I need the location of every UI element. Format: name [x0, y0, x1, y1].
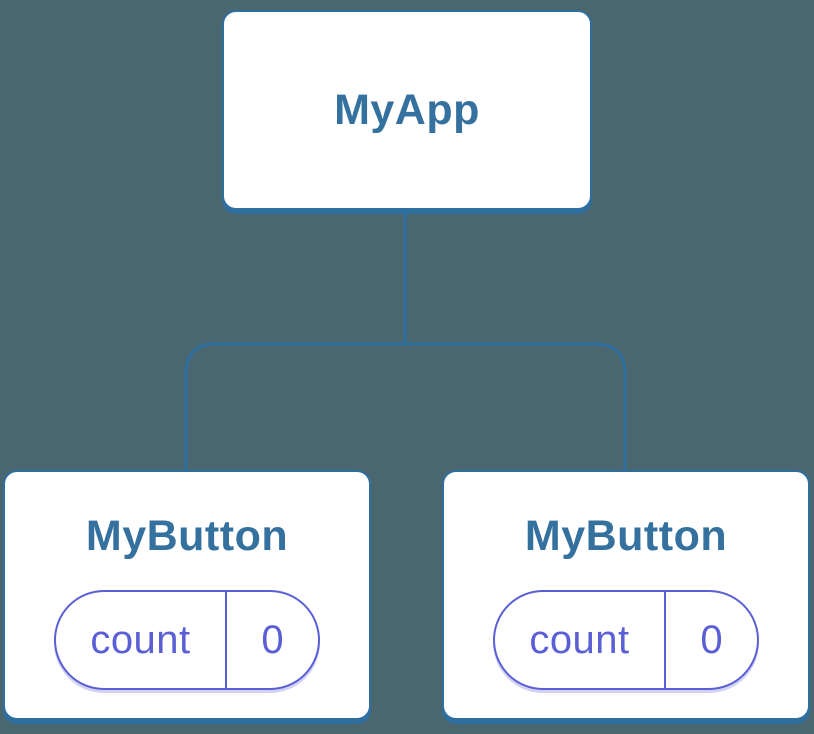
component-node-mybutton-left: MyButton count 0 — [3, 470, 371, 720]
state-key-label: count — [56, 592, 227, 688]
component-label: MyButton — [524, 512, 728, 560]
component-label: MyButton — [85, 512, 289, 560]
component-node-mybutton-right: MyButton count 0 — [442, 470, 810, 720]
state-key-label: count — [495, 592, 666, 688]
component-node-myapp: MyApp — [222, 10, 592, 210]
state-pill: count 0 — [493, 590, 759, 690]
state-pill: count 0 — [54, 590, 320, 690]
children-bracket-line — [184, 342, 627, 472]
state-value: 0 — [261, 617, 284, 662]
state-value: 0 — [700, 617, 723, 662]
component-label: MyApp — [334, 86, 480, 134]
